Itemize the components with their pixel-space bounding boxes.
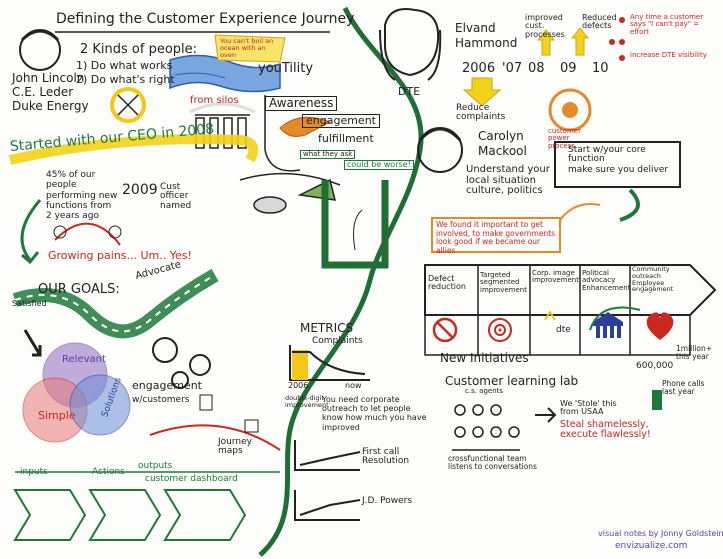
row-defect: Defect reduction [428,274,466,292]
process-chevrons [13,471,280,541]
satisfied-label: Satisfied [12,299,47,308]
row-targeted: Targeted segmented improvement [480,271,527,294]
silos-label: from silos [190,95,239,106]
journey-maps-label: Journey maps [218,437,252,457]
year-07: '07 [502,61,523,76]
yellow-ring [110,87,146,123]
year-arrows [462,27,590,107]
row-political: Political advocacy Enhancement [582,269,631,292]
six-hundred-k: 600,000 [636,361,674,371]
metrics-complaints-chart [289,345,370,381]
goals-title: OUR GOALS: [38,282,120,297]
silos-drawing [189,102,256,149]
lab-people [452,404,520,451]
fulfillment-label: fulfillment [318,132,374,145]
gears-drawing [152,337,211,389]
axis-now: now [345,381,362,390]
yellow-note-text: You can't boil an ocean with an oven [220,37,274,60]
reduce-complaints: Reduce complaints [456,103,506,123]
engagement-2-label: engagement [132,379,202,392]
year-09: 09 [560,61,577,76]
dte-speaker-first: Elvand [455,21,496,35]
utility-label: youTility [258,61,314,76]
complaints-label: Complaints [312,336,363,346]
awareness-label: Awareness [265,96,338,111]
customer-power: customer power process [548,127,581,150]
found-important: We found it important to get involved, t… [436,220,556,255]
dte-speaker-last: Hammond [455,36,518,50]
year-2006: 2006 [462,61,496,76]
actions-label: Actions [92,467,125,477]
understand-text: Understand your local situation culture,… [466,164,550,196]
phone-calls: Phone calls last year [662,379,705,396]
speaker-org: Duke Energy [12,99,89,113]
jd-power-chart [294,490,361,521]
carolyn-first: Carolyn [478,129,524,143]
pct-functions: 45% of our people performing new functio… [46,170,118,222]
page-title: Defining the Customer Experience Journey [56,11,355,27]
increase-dte: increase DTE visibility [630,51,707,59]
row-corp-image: Corp. image improvement [532,269,579,285]
engagement-label: engagement [302,114,380,128]
ocean-wave [169,54,281,93]
venn-solutions [69,374,131,436]
improved-cust: improved cust. processes [525,13,565,39]
make-sure-deliver: make sure you deliver [568,165,669,175]
outreach-note: You need corporate outreach to let peopl… [322,395,427,432]
crossfunctional-note: crossfunctional team listens to conversa… [448,454,537,471]
outputs-label: outputs [138,461,173,471]
w-customers-label: w/customers [132,395,190,405]
speaker-role: C.E. Leder [12,85,74,99]
metrics-title: METRICS [300,321,354,335]
start-with-core: Start w/your core function [568,145,646,165]
stole-note: We 'Stole' this from USAA [560,399,617,417]
learning-lab: Customer learning lab [445,374,579,388]
first-call-label: First call Resolution [362,447,410,467]
capitol-icon [593,312,623,338]
green-u-shape [321,180,389,269]
year-10: 10 [592,61,609,76]
new-initiatives: New Initiatives [440,351,529,365]
year-2009: 2009 [122,182,158,198]
growing-pains: Growing pains... Um.. Yes! [48,249,192,262]
carolyn-last: Mackool [478,144,527,158]
kinds-title: 2 Kinds of people: [80,42,198,57]
relevant-label: Relevant [62,354,106,365]
credit-url: envizualize.com [615,541,688,551]
row-community: Community outreach Employee engagement [632,265,674,294]
what-they-label: what they ask [300,150,356,160]
could-be-worse: could be worse! [344,160,414,171]
dashboard-label: customer dashboard [145,474,238,484]
any-time-note: Any time a customer says "I can't pay" =… [630,13,704,36]
dte-small: dte [556,325,571,335]
cs-agents: c.s. agents [465,387,504,395]
progress-row-frame [424,264,717,316]
million-this-year: 1million+ this year [676,344,713,361]
simple-label: Simple [38,409,76,422]
kinds-1: 1) Do what works [76,59,173,72]
jd-powers-label: J.D. Powers [362,496,413,506]
year-08: 08 [528,61,545,76]
credit-line: visual notes by Jonny Goldstein [598,529,723,538]
double-digit: double-digit improvement [285,394,329,409]
heart-icon [646,312,674,340]
inputs-label: inputs [20,467,48,477]
axis-2006: 2006 [288,381,309,390]
speaker-name: John Lincoln [12,71,85,85]
dte-speaker-portrait [384,8,440,77]
steal-shamelessly: Steal shamelessly, execute flawlessly! [560,419,651,440]
green-divider-line [258,6,424,557]
first-call-chart [294,440,361,471]
kinds-2: 2) Do what's right [76,73,175,86]
reduced-defects: Reduced defects [582,13,617,31]
dte-label: DTE [398,85,421,98]
cust-officer: Cust officer named [160,182,192,211]
power-process-cycle [548,88,592,132]
ceo-banner [8,134,259,165]
